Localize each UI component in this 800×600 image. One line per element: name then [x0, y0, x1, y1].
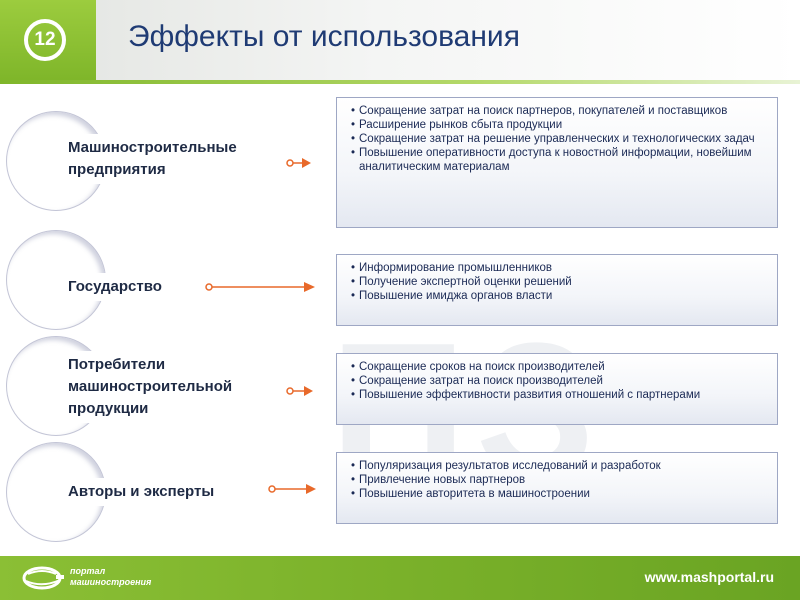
- arrow-right-icon: [268, 484, 316, 494]
- list-item: •Расширение рынков сбыта продукции: [351, 119, 563, 131]
- list-item: •Повышение оперативности доступа к новос…: [351, 147, 752, 173]
- header-title-area: [96, 0, 800, 80]
- list-item: •Информирование промышленников: [351, 262, 553, 274]
- footer-bar: портал машиностроения www.mashportal.ru: [0, 556, 800, 600]
- arrow-right-icon: [286, 386, 313, 396]
- page-title: Эффекты от использования: [128, 20, 520, 53]
- row-label-box: Машиностроительные предприятия: [60, 134, 245, 184]
- row-label-box: Авторы и эксперты: [60, 478, 223, 506]
- list-item: •Повышение эффективности развития отноше…: [351, 389, 701, 401]
- website-link[interactable]: www.mashportal.ru: [644, 569, 774, 585]
- portal-logo-icon: [22, 566, 64, 590]
- list-item: •Повышение имиджа органов власти: [351, 290, 553, 302]
- list-item: •Популяризация результатов исследований …: [351, 460, 661, 472]
- row-label: Авторы и эксперты: [68, 483, 215, 500]
- effects-box: •Сокращение сроков на поиск производител…: [336, 353, 778, 425]
- list-item: •Сокращение затрат на решение управленче…: [351, 133, 755, 145]
- list-item: •Сокращение затрат на поиск производител…: [351, 375, 603, 387]
- list-item: •Привлечение новых партнеров: [351, 474, 526, 486]
- effects-box: •Сокращение затрат на поиск партнеров, п…: [336, 97, 778, 228]
- list-item: •Сокращение затрат на поиск партнеров, п…: [351, 105, 728, 117]
- slide-number-badge: 12: [24, 19, 66, 61]
- footer-logo-text: портал машиностроения: [70, 566, 152, 587]
- row-label-box: Государство: [60, 273, 170, 301]
- list-item: •Сокращение сроков на поиск производител…: [351, 361, 605, 373]
- list-item: •Повышение авторитета в машиностроении: [351, 488, 590, 500]
- row-label: Государство: [68, 278, 162, 295]
- row-label-box: Потребители машиностроительной продукции: [60, 351, 241, 423]
- header-green-block: 12: [0, 0, 96, 80]
- list-item: •Получение экспертной оценки решений: [351, 276, 572, 288]
- arrow-right-icon: [286, 158, 311, 168]
- header: 12 Эффекты от использования: [0, 0, 800, 84]
- header-divider: [0, 80, 800, 84]
- row-label: Потребители машиностроительной продукции: [68, 356, 233, 417]
- row-label: Машиностроительные предприятия: [68, 139, 237, 178]
- effects-box: •Информирование промышленников •Получени…: [336, 254, 778, 326]
- arrow-right-icon: [205, 282, 315, 292]
- effects-box: •Популяризация результатов исследований …: [336, 452, 778, 524]
